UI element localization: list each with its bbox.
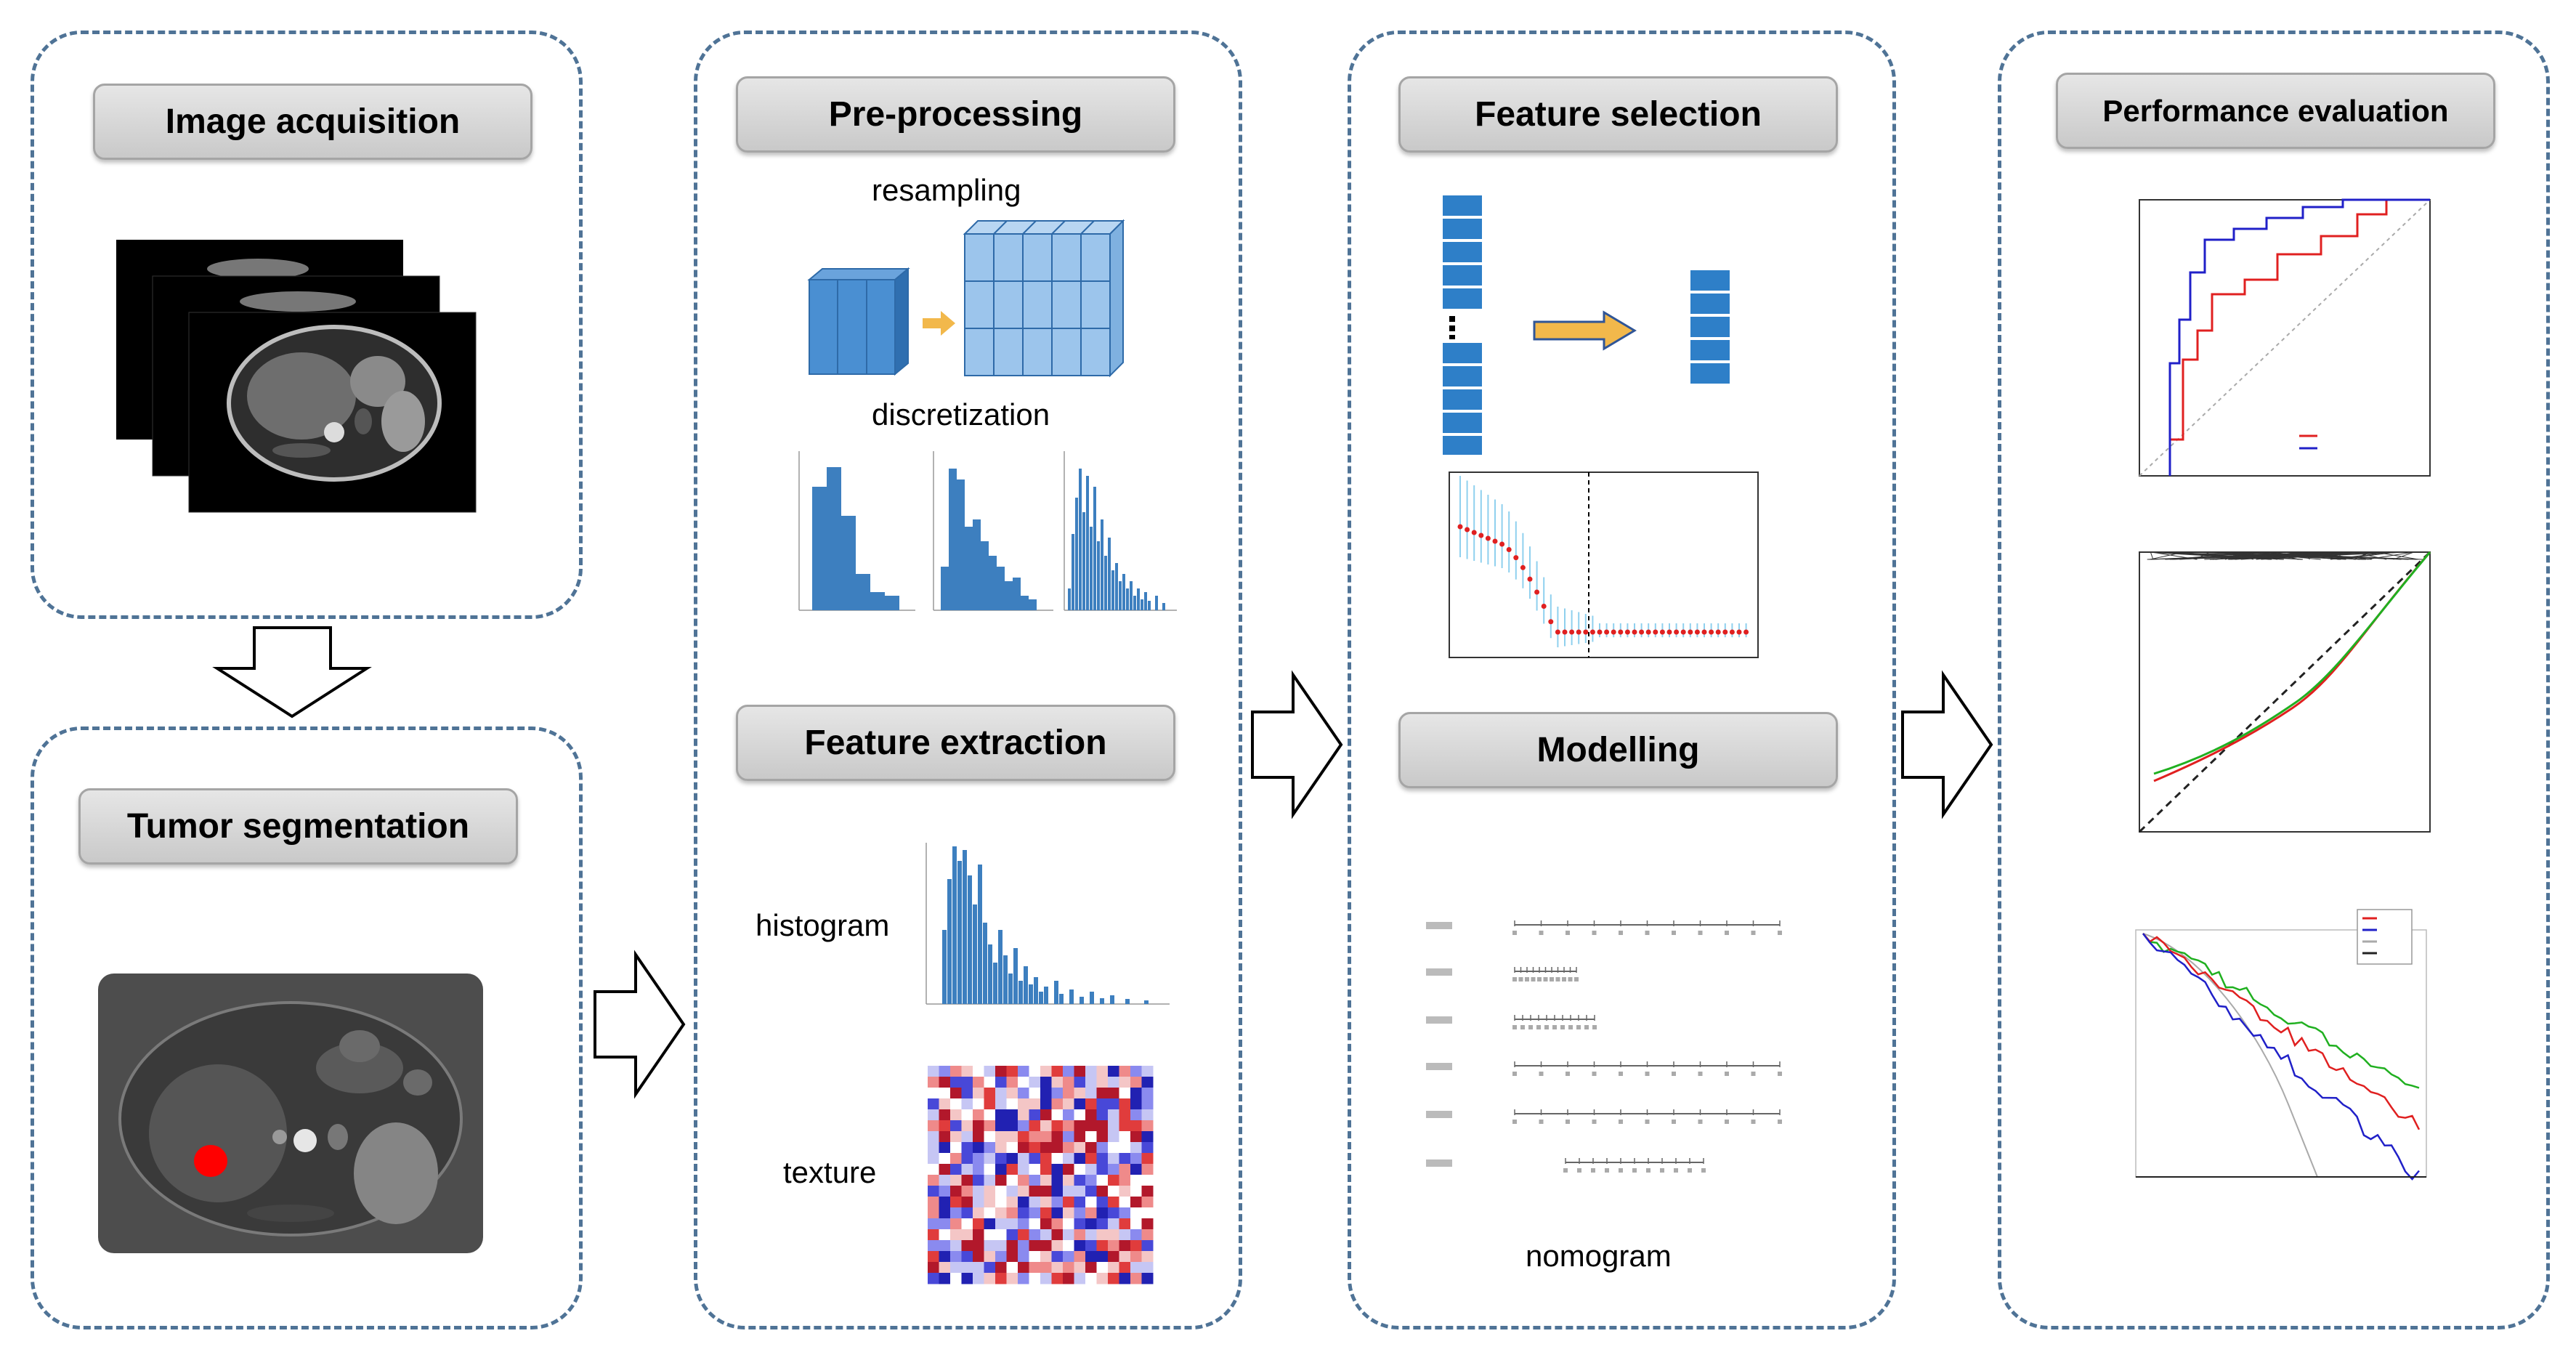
lasso-cv-plot [1449, 471, 1759, 658]
texture-label: texture [783, 1155, 877, 1189]
histogram-coarse [798, 451, 915, 611]
nomogram-chart [1426, 920, 1782, 1173]
feature-selection-title: Feature selection [1398, 76, 1838, 153]
mri-stack [116, 240, 477, 513]
down-arrow-icon [212, 626, 372, 719]
performance-evaluation-title: Performance evaluation [2056, 73, 2495, 149]
panel-tumor-segmentation [31, 726, 583, 1329]
feature-histogram [926, 843, 1170, 1005]
decision-curve-plot [2135, 909, 2427, 1181]
panel-performance-evaluation [1998, 31, 2550, 1329]
discretization-histograms [798, 451, 1177, 611]
panel-preprocessing-extraction [694, 31, 1242, 1329]
nomogram-label: nomogram [1526, 1239, 1672, 1273]
flow-arrow-icon-2 [1251, 670, 1343, 819]
flow-arrow-icon-3 [1901, 670, 1993, 819]
segmented-mri-slice [98, 974, 483, 1253]
panel-image-acquisition [31, 31, 583, 619]
preprocessing-title: Pre-processing [736, 76, 1175, 153]
resampling-label: resampling [872, 173, 1021, 207]
texture-heatmap [928, 1066, 1154, 1284]
feature-extraction-title: Feature extraction [736, 705, 1175, 781]
panel-selection-modelling [1348, 31, 1896, 1329]
flow-arrow-icon-1 [594, 950, 686, 1099]
histogram-label: histogram [756, 908, 890, 942]
image-acquisition-title: Image acquisition [93, 84, 532, 160]
roc-curve-plot [2139, 198, 2431, 477]
discretization-label: discretization [872, 397, 1050, 432]
tumor-segmentation-title: Tumor segmentation [78, 788, 518, 865]
calibration-curve-plot [2138, 551, 2431, 833]
feature-selection-diagram [1440, 193, 1733, 458]
resampling-cubes [807, 219, 1125, 378]
histogram-fine [1064, 451, 1177, 611]
histogram-medium [933, 451, 1053, 611]
modelling-title: Modelling [1398, 712, 1838, 788]
